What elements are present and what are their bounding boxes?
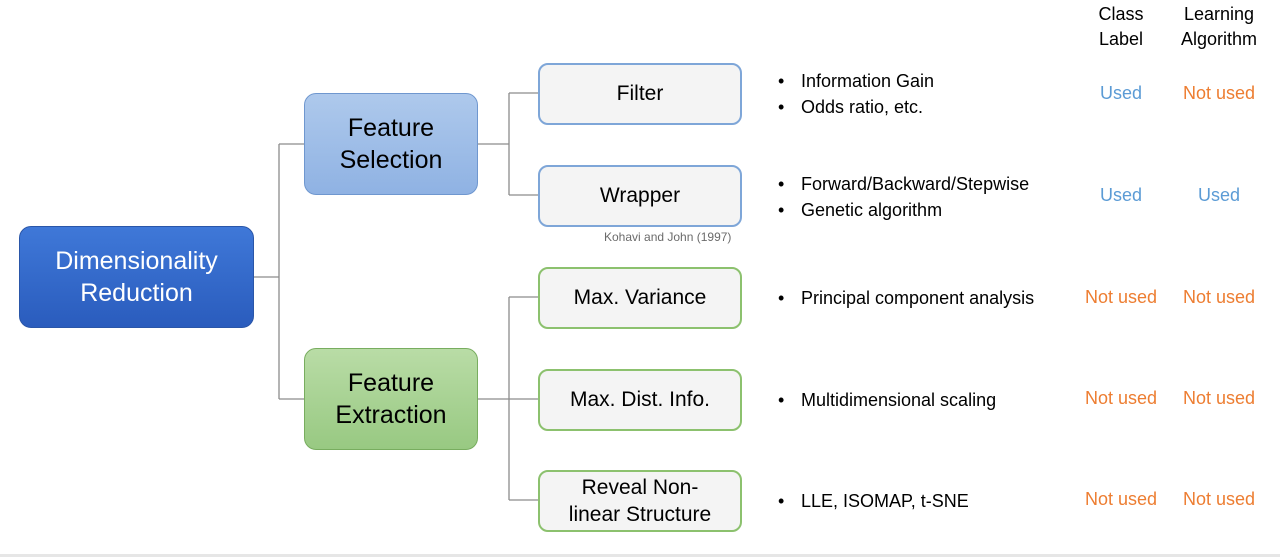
max-dist-info-bullets: Multidimensional scaling [778, 387, 996, 413]
filter-class-label: Used [1099, 83, 1143, 103]
wrapper-node: Wrapper [538, 165, 742, 227]
nonlinear-learning-algorithm: Not used [1182, 489, 1256, 509]
feature-extraction-node: Feature Extraction [304, 348, 478, 450]
bullet-item: Odds ratio, etc. [778, 94, 934, 120]
bullet-item: Multidimensional scaling [778, 387, 996, 413]
max-variance-node: Max. Variance [538, 267, 742, 329]
bullet-item: Information Gain [778, 68, 934, 94]
max-dist-info-node: Max. Dist. Info. [538, 369, 742, 431]
class-label-header: Class Label [1098, 4, 1144, 49]
max-variance-bullets: Principal component analysis [778, 285, 1034, 311]
citation: Kohavi and John (1997) [604, 230, 732, 244]
bullet-item: Principal component analysis [778, 285, 1034, 311]
learning-algorithm-header: Learning Algorithm [1180, 4, 1258, 49]
bottom-divider [0, 554, 1280, 557]
dimensionality-reduction-node: Dimensionality Reduction [19, 226, 254, 328]
filter-bullets: Information Gain Odds ratio, etc. [778, 68, 934, 120]
filter-learning-algorithm: Not used [1182, 83, 1256, 103]
bullet-item: Genetic algorithm [778, 197, 1029, 223]
nonlinear-structure-node: Reveal Non- linear Structure [538, 470, 742, 532]
nonlinear-class-label: Not used [1084, 489, 1158, 509]
max-variance-learning-algorithm: Not used [1182, 287, 1256, 307]
max-dist-info-learning-algorithm: Not used [1182, 388, 1256, 408]
wrapper-bullets: Forward/Backward/Stepwise Genetic algori… [778, 171, 1029, 223]
max-variance-class-label: Not used [1084, 287, 1158, 307]
bullet-item: Forward/Backward/Stepwise [778, 171, 1029, 197]
wrapper-class-label: Used [1099, 185, 1143, 205]
filter-node: Filter [538, 63, 742, 125]
bullet-item: LLE, ISOMAP, t-SNE [778, 488, 969, 514]
wrapper-learning-algorithm: Used [1197, 185, 1241, 205]
nonlinear-bullets: LLE, ISOMAP, t-SNE [778, 488, 969, 514]
max-dist-info-class-label: Not used [1084, 388, 1158, 408]
feature-selection-node: Feature Selection [304, 93, 478, 195]
